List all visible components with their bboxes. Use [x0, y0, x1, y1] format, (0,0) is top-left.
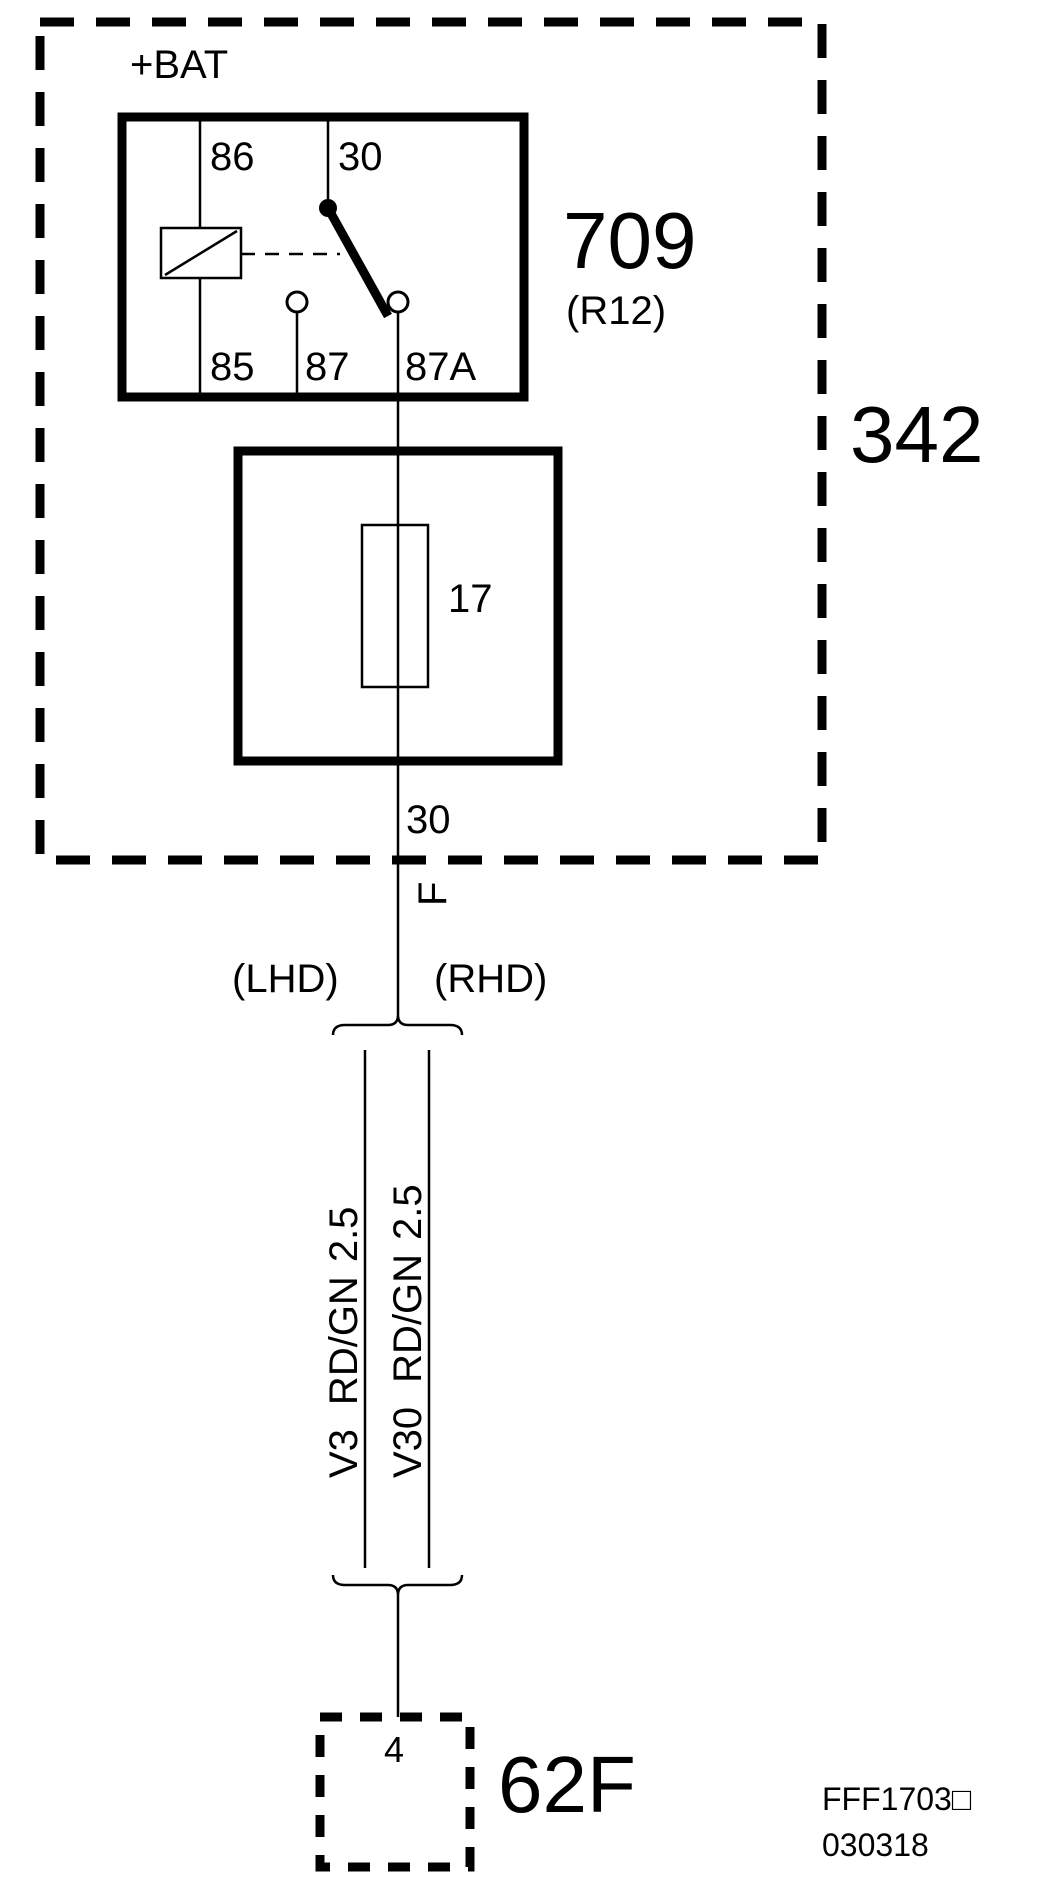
pin-87a-label: 87A	[405, 345, 476, 389]
connector-pin-label: 4	[384, 1729, 404, 1770]
module-342-boundary	[35, 17, 827, 865]
wire-v3-label: V3RD/GN2.5	[322, 1207, 366, 1478]
fuse-icon	[360, 523, 430, 689]
pin-87-label: 87	[305, 345, 350, 389]
pin-30-label: 30	[338, 135, 383, 179]
drawing-ref-line1: FFF1703□	[822, 1781, 972, 1817]
fuse-id: 17	[448, 577, 493, 621]
top-brace-icon	[331, 1014, 464, 1036]
pin-86-label: 86	[210, 135, 255, 179]
variant-rhd-label: (RHD)	[434, 957, 547, 1001]
supply-label: +BAT	[130, 43, 228, 87]
connector-id: 62F	[498, 1740, 636, 1829]
switch-arm-icon	[324, 205, 392, 319]
relay-alt-id: (R12)	[566, 289, 666, 333]
pin-85-label: 85	[210, 345, 255, 389]
bottom-brace-icon	[331, 1574, 464, 1596]
wire-v30-label: V30RD/GN2.5	[386, 1184, 430, 1478]
relay-internals	[159, 117, 410, 397]
drawing-ref-line2: 030318	[822, 1827, 929, 1863]
module-id: 342	[850, 390, 983, 479]
output-pin-label: 30	[406, 798, 451, 842]
output-letter-label: F	[411, 882, 455, 906]
relay-id: 709	[563, 196, 696, 285]
relay-709-box	[117, 112, 529, 402]
connector-62f-box	[315, 1712, 475, 1872]
contact-87-icon	[285, 290, 309, 314]
contact-87a-icon	[386, 290, 410, 314]
variant-lhd-label: (LHD)	[232, 957, 339, 1001]
